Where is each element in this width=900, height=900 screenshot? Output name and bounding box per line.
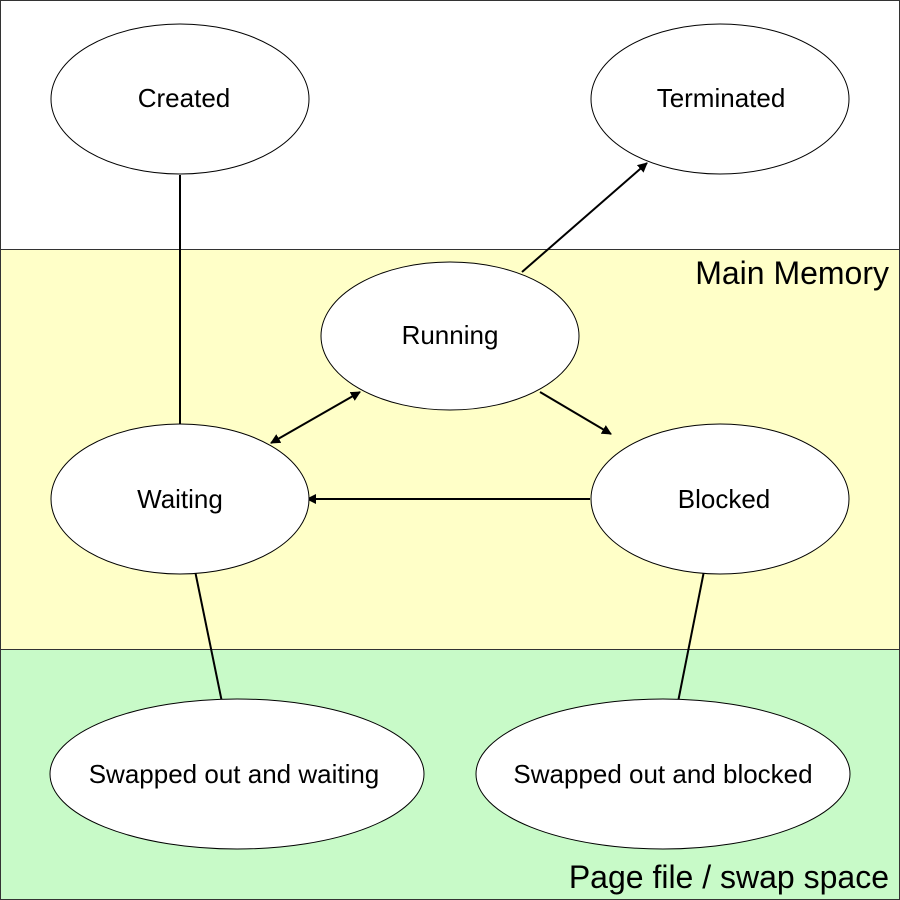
node-blocked-label: Blocked: [678, 484, 771, 514]
node-swapped-waiting-shape: [49, 698, 425, 850]
node-swapped-blocked: Swapped out and blocked: [475, 698, 851, 850]
node-waiting-label: Waiting: [137, 484, 223, 514]
node-swapped-blocked-shape: [475, 698, 851, 850]
node-swapped-waiting: Swapped out and waiting: [49, 698, 425, 850]
edge-waiting-swapped-bidirectional: [189, 560, 228, 713]
node-swapped-waiting-label: Swapped out and waiting: [89, 759, 380, 789]
node-swapped-blocked-label: Swapped out and blocked: [513, 759, 812, 789]
node-waiting: Waiting: [50, 423, 310, 575]
edge-waiting-running-bidirectional: [270, 391, 361, 444]
node-running: Running: [320, 261, 580, 411]
node-terminated-shape: [590, 23, 850, 175]
node-waiting-shape: [50, 423, 310, 575]
node-running-shape: [320, 261, 580, 411]
node-created-label: Created: [138, 83, 231, 113]
edge-running-to-terminated: [521, 162, 648, 273]
node-created: Created: [50, 23, 310, 175]
main-memory-label: Main Memory: [695, 255, 889, 291]
swap-space-label: Page file / swap space: [569, 859, 889, 895]
edge-running-to-blocked: [539, 391, 612, 435]
node-running-label: Running: [402, 320, 499, 350]
edge-blocked-swapped-bidirectional: [672, 560, 710, 713]
node-created-shape: [50, 23, 310, 175]
node-blocked-shape: [590, 423, 850, 575]
node-blocked: Blocked: [590, 423, 850, 575]
node-terminated: Terminated: [590, 23, 850, 175]
node-terminated-label: Terminated: [657, 83, 786, 113]
